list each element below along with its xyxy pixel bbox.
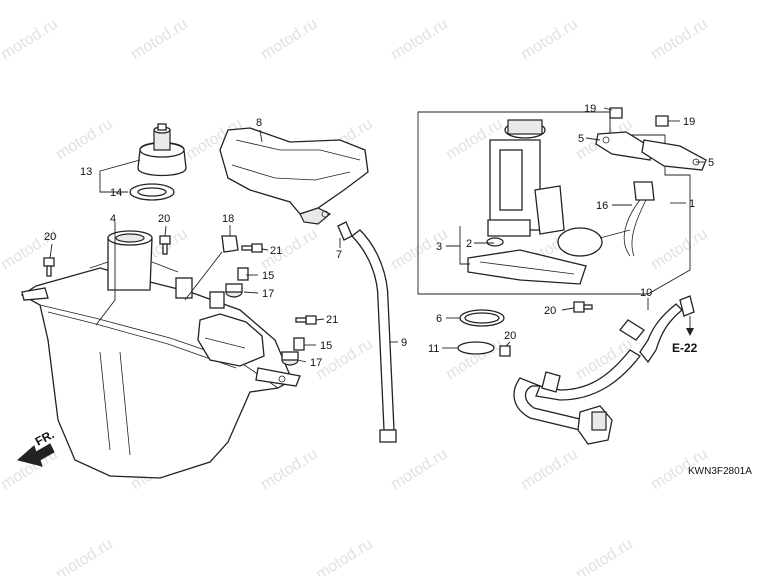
watermark-text: motod.ru xyxy=(53,116,116,164)
tank-cover xyxy=(219,127,369,225)
callout-19: 19 xyxy=(584,103,596,115)
callout-20: 20 xyxy=(158,213,170,225)
watermark-text: motod.ru xyxy=(518,16,581,64)
callout-17: 17 xyxy=(262,288,274,300)
callout-21: 21 xyxy=(326,314,338,326)
watermark-text: motod.ru xyxy=(258,226,321,274)
callout-14: 14 xyxy=(110,187,122,199)
callout-6: 6 xyxy=(436,313,442,325)
front-marker-label: FR. xyxy=(33,427,57,448)
fuel-feed-hose xyxy=(513,295,695,445)
callout-5: 5 xyxy=(578,133,584,145)
callout-9: 9 xyxy=(401,337,407,349)
callout-17: 17 xyxy=(310,357,322,369)
callout-8: 8 xyxy=(256,117,262,129)
callout-16: 16 xyxy=(596,200,608,212)
drain-tube xyxy=(337,221,397,443)
cap-gasket xyxy=(129,183,175,201)
callout-3: 3 xyxy=(436,241,442,253)
fuel-tank xyxy=(20,230,301,479)
fuel-pump-assembly xyxy=(417,111,691,295)
callout-19: 19 xyxy=(683,116,695,128)
callout-15: 15 xyxy=(262,270,274,282)
callout-5: 5 xyxy=(708,157,714,169)
watermark-text: motod.ru xyxy=(258,446,321,494)
watermark-text: motod.ru xyxy=(53,536,116,576)
watermark-text: motod.ru xyxy=(648,16,711,64)
watermark-text: motod.ru xyxy=(518,446,581,494)
setting-plates xyxy=(595,107,707,171)
callout-labels: 1 2 3 4 5 5 6 7 8 9 10 11 13 14 15 15 16… xyxy=(44,103,714,369)
watermark-text: motod.ru xyxy=(0,16,61,64)
callout-7: 7 xyxy=(336,249,342,261)
callout-21: 21 xyxy=(270,245,282,257)
callout-15: 15 xyxy=(320,340,332,352)
packing-rings xyxy=(457,309,505,355)
watermark-text: motod.ru xyxy=(648,226,711,274)
watermark-text: motod.ru xyxy=(388,16,451,64)
callout-20: 20 xyxy=(544,305,556,317)
watermark-text: motod.ru xyxy=(388,446,451,494)
watermark-text: motod.ru xyxy=(313,536,376,576)
callout-1: 1 xyxy=(689,198,695,210)
callout-20: 20 xyxy=(504,330,516,342)
reference-code: E-22 xyxy=(672,341,698,355)
watermark-text: motod.ru xyxy=(573,536,636,576)
watermark-text: motod.ru xyxy=(128,16,191,64)
fuel-cap xyxy=(137,123,187,177)
reference-e22: E-22 xyxy=(672,316,698,355)
watermark-text: motod.ru xyxy=(258,16,321,64)
callout-11: 11 xyxy=(428,343,439,355)
diagram-code: KWN3F2801A xyxy=(688,466,752,477)
callout-4: 4 xyxy=(110,213,116,225)
callout-20: 20 xyxy=(44,231,56,243)
callout-10: 10 xyxy=(640,287,652,299)
callout-18: 18 xyxy=(222,213,234,225)
callout-2: 2 xyxy=(466,238,472,250)
callout-13: 13 xyxy=(80,166,92,178)
leader-lines xyxy=(49,107,704,363)
